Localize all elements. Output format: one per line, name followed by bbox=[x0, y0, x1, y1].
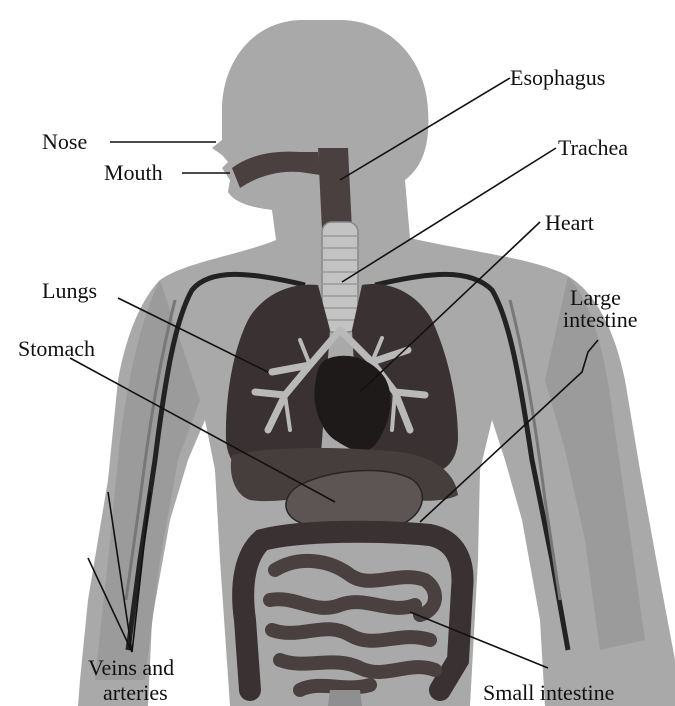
label-nose: Nose bbox=[42, 129, 87, 154]
label-heart: Heart bbox=[545, 210, 594, 235]
spine-shadow bbox=[328, 690, 362, 706]
label-large-intestine-line2: intestine bbox=[563, 307, 638, 332]
trachea-organ bbox=[322, 222, 358, 332]
label-mouth: Mouth bbox=[104, 160, 163, 185]
label-veins-line2: arteries bbox=[103, 680, 168, 705]
label-trachea: Trachea bbox=[558, 135, 628, 160]
label-esophagus: Esophagus bbox=[510, 65, 605, 90]
label-lungs: Lungs bbox=[42, 278, 97, 303]
label-veins-line1: Veins and bbox=[88, 655, 174, 680]
label-stomach: Stomach bbox=[18, 336, 95, 361]
label-small-intestine: Small intestine bbox=[483, 680, 614, 705]
